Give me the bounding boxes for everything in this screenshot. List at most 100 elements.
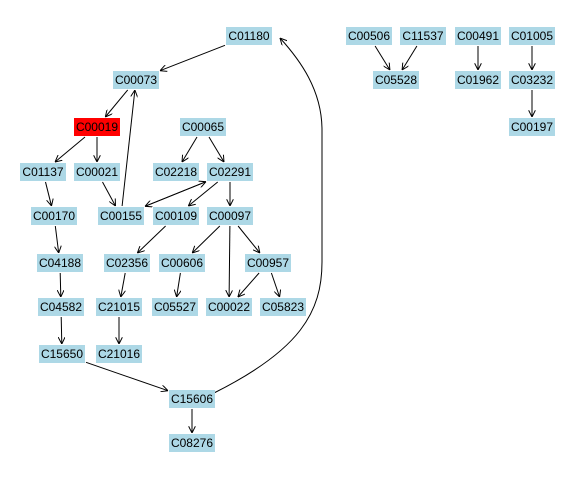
node-label: C03232 <box>511 73 553 87</box>
node-label: C00170 <box>33 209 75 223</box>
node-label: C00506 <box>348 29 390 43</box>
edge-c00170-to-c04188 <box>55 225 58 253</box>
node-label: C04582 <box>40 300 82 314</box>
node-c21015: C21015 <box>96 298 142 316</box>
node-label: C00109 <box>155 209 197 223</box>
node-c05527: C05527 <box>152 298 198 316</box>
node-box <box>31 207 77 225</box>
edge-c00021-to-c00155 <box>102 181 116 206</box>
edges-layer <box>45 38 533 433</box>
node-c15650: C15650 <box>39 345 85 363</box>
node-label: C00197 <box>511 120 553 134</box>
node-box <box>245 254 291 272</box>
edge-c11537-to-c05528 <box>402 45 418 70</box>
edge-c04188-to-c04582 <box>60 272 61 297</box>
node-c04188: C04188 <box>37 254 83 272</box>
node-c00170: C00170 <box>31 207 77 225</box>
node-box <box>37 254 83 272</box>
node-c05528: C05528 <box>373 71 419 89</box>
node-c00019: C00019 <box>74 118 120 136</box>
node-label: C02356 <box>106 256 148 270</box>
node-box <box>74 118 120 136</box>
edge-c01137-to-c00170 <box>45 181 52 206</box>
node-box <box>455 27 501 45</box>
node-c00197: C00197 <box>509 118 555 136</box>
node-label: C15650 <box>41 347 83 361</box>
node-c00109: C00109 <box>153 207 199 225</box>
edge-c00155-to-c00073 <box>121 90 135 207</box>
node-box <box>153 207 199 225</box>
node-label: C00957 <box>247 256 289 270</box>
node-c00155: C00155 <box>98 207 144 225</box>
node-box <box>74 163 120 181</box>
node-label: C02218 <box>155 165 197 179</box>
node-box <box>152 298 198 316</box>
node-label: C00021 <box>76 165 118 179</box>
node-c00097: C00097 <box>207 207 253 225</box>
edge-c00606-to-c05527 <box>177 272 181 297</box>
node-c00606: C00606 <box>159 254 205 272</box>
node-box <box>96 298 142 316</box>
node-box <box>20 163 66 181</box>
edge-c00957-to-c05823 <box>270 272 279 297</box>
node-c04582: C04582 <box>38 298 84 316</box>
node-label: C05823 <box>262 300 304 314</box>
node-label: C01137 <box>22 165 63 179</box>
edge-c01180-to-c00073 <box>160 44 226 70</box>
edge-c15650-to-c15606 <box>85 361 168 390</box>
node-label: C00155 <box>100 209 142 223</box>
edge-c00097-to-c00606 <box>192 225 221 253</box>
node-label: C00606 <box>161 256 203 270</box>
node-box <box>98 207 144 225</box>
edge-c00019-to-c01137 <box>55 136 86 162</box>
node-c08276: C08276 <box>169 434 215 452</box>
node-label: C00065 <box>182 120 224 134</box>
node-c01180: C01180 <box>226 27 272 45</box>
node-label: C21015 <box>98 300 140 314</box>
node-box <box>207 163 253 181</box>
node-c11537: C11537 <box>400 27 446 45</box>
edge-c00109-to-c02356 <box>137 225 166 253</box>
node-label: C00019 <box>76 120 118 134</box>
node-c05823: C05823 <box>260 298 306 316</box>
node-c00506: C00506 <box>346 27 392 45</box>
node-label: C00073 <box>115 73 157 87</box>
node-label: C00022 <box>208 300 250 314</box>
node-c01005: C01005 <box>509 27 555 45</box>
node-box <box>169 390 215 408</box>
node-box <box>96 345 142 363</box>
node-box <box>346 27 392 45</box>
node-label: C00097 <box>209 209 251 223</box>
node-label: C02291 <box>209 165 251 179</box>
edge-c00957-to-c00022 <box>238 272 260 297</box>
node-c00065: C00065 <box>180 118 226 136</box>
node-c15606: C15606 <box>169 390 215 408</box>
node-box <box>39 345 85 363</box>
node-box <box>455 71 501 89</box>
node-label: C08276 <box>171 436 213 450</box>
node-box <box>104 254 150 272</box>
node-label: C04188 <box>39 256 81 270</box>
edge-c00073-to-c00019 <box>105 89 129 117</box>
edge-c00506-to-c05528 <box>374 45 390 70</box>
node-c00073: C00073 <box>113 71 159 89</box>
edge-c00065-to-c02218 <box>182 136 198 162</box>
node-box <box>509 118 555 136</box>
edge-c04582-to-c15650 <box>61 316 62 344</box>
node-c03232: C03232 <box>509 71 555 89</box>
node-c02291: C02291 <box>207 163 253 181</box>
node-c01962: C01962 <box>455 71 501 89</box>
node-label: C05527 <box>154 300 196 314</box>
node-c00957: C00957 <box>245 254 291 272</box>
node-label: C01962 <box>457 73 499 87</box>
node-c00021: C00021 <box>74 163 120 181</box>
edge-c00065-to-c02291 <box>208 136 224 162</box>
node-box <box>180 118 226 136</box>
node-label: C01180 <box>228 29 269 43</box>
node-box <box>373 71 419 89</box>
node-c00491: C00491 <box>455 27 501 45</box>
node-box <box>159 254 205 272</box>
node-box <box>153 163 199 181</box>
